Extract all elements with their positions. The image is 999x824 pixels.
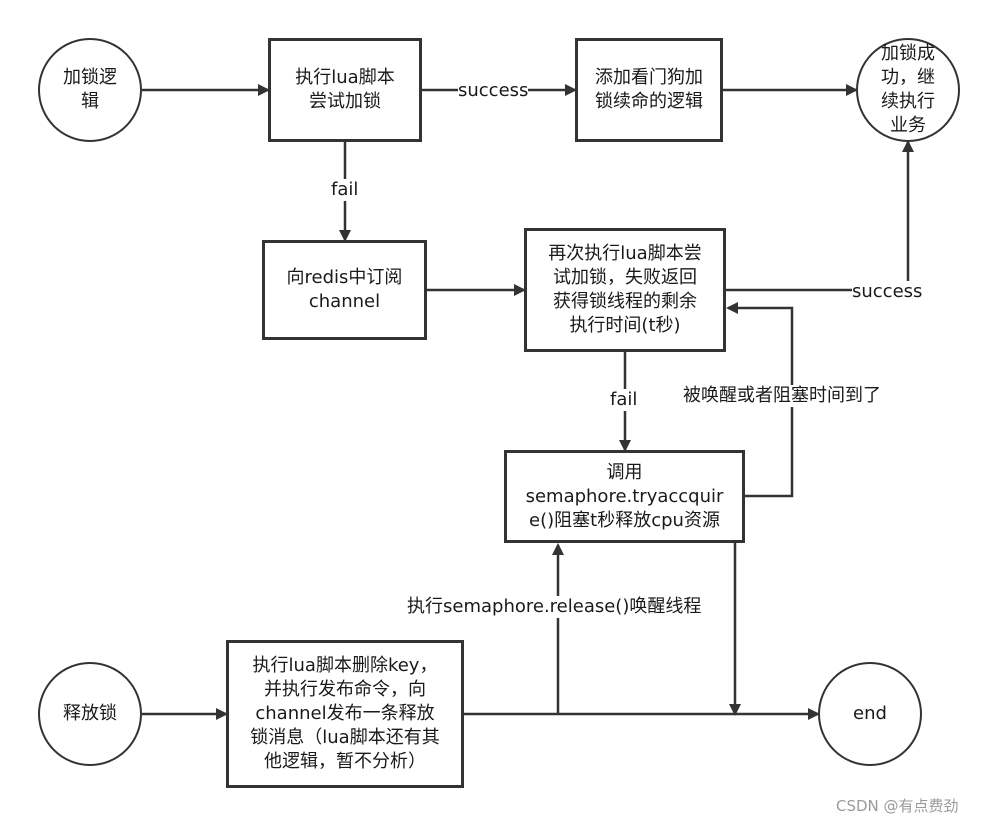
node-subscribe-text: 向redis中订阅 channel <box>286 267 403 312</box>
node-release-lua: 执行lua脚本删除key， 并执行发布命令，向 channel发布一条释放 锁消… <box>226 640 464 788</box>
edge-label-fail-mid: fail <box>610 389 638 411</box>
edge-label-release-call: 执行semaphore.release()唤醒线程 <box>407 596 702 618</box>
node-lock-start-text: 加锁逻 辑 <box>63 67 117 112</box>
node-watchdog: 添加看门狗加 锁续命的逻辑 <box>575 38 723 142</box>
watermark: CSDN @有点费劲 <box>836 797 959 815</box>
node-release-start: 释放锁 <box>38 662 142 766</box>
edge-label-success-right: success <box>852 281 923 303</box>
node-watchdog-text: 添加看门狗加 锁续命的逻辑 <box>595 67 703 112</box>
node-semaphore: 调用 semaphore.tryaccquir e()阻塞t秒释放cpu资源 <box>504 450 745 543</box>
node-retry-lua-text: 再次执行lua脚本尝 试加锁，失败返回 获得锁线程的剩余 执行时间(t秒) <box>548 243 702 336</box>
node-subscribe: 向redis中订阅 channel <box>262 240 427 340</box>
arrow-retry-to-success <box>726 140 914 292</box>
node-release-start-text: 释放锁 <box>63 703 117 724</box>
node-semaphore-text: 调用 semaphore.tryaccquir e()阻塞t秒释放cpu资源 <box>525 461 724 531</box>
node-end-text: end <box>853 703 887 724</box>
node-lock-success: 加锁成 功，继 续执行 业务 <box>856 38 960 142</box>
node-exec-lua-try-text: 执行lua脚本 尝试加锁 <box>295 67 395 112</box>
node-end: end <box>818 662 922 766</box>
node-lock-start: 加锁逻 辑 <box>38 38 142 142</box>
edge-label-woken: 被唤醒或者阻塞时间到了 <box>683 385 881 407</box>
node-release-lua-text: 执行lua脚本删除key， 并执行发布命令，向 channel发布一条释放 锁消… <box>250 655 440 772</box>
edge-label-fail-top: fail <box>331 179 359 201</box>
node-retry-lua: 再次执行lua脚本尝 试加锁，失败返回 获得锁线程的剩余 执行时间(t秒) <box>524 228 726 352</box>
node-exec-lua-try: 执行lua脚本 尝试加锁 <box>268 38 422 142</box>
edge-label-success-top: success <box>458 80 529 102</box>
node-lock-success-text: 加锁成 功，继 续执行 业务 <box>881 43 935 136</box>
